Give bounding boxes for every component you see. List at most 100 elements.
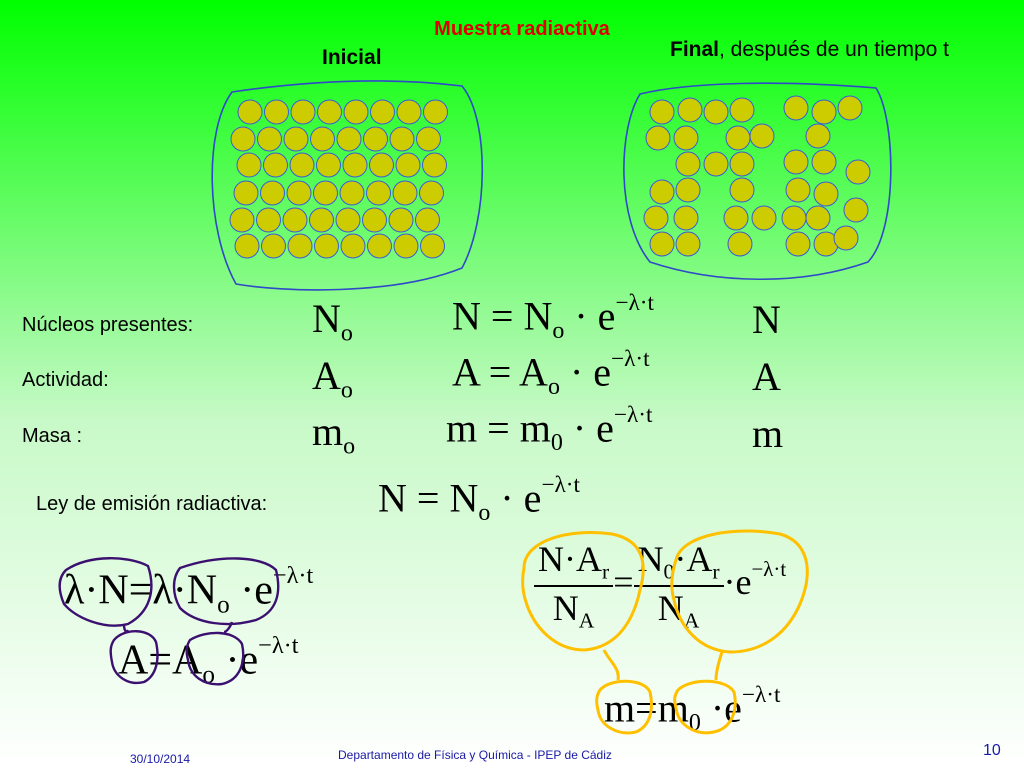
yellow-connector-right [714,651,724,681]
a-final: A [752,354,781,399]
nucleus [263,152,288,178]
ley-label: Ley de emisión radiactiva: [36,493,268,515]
final-label-rest: , después de un tiempo t [719,38,950,61]
eq-lambda-n: λ·N=λ·No ·e−λ·t [64,562,314,619]
nucleus [643,205,669,231]
final-sample-label: Final, después de un tiempo t [670,38,949,62]
nucleus [286,180,312,206]
n-initial: No [312,296,353,347]
initial-sample-label: Inicial [322,46,382,69]
slide-title: Muestra radiactiva [434,18,610,40]
nucleus [230,126,256,152]
nucleus [673,125,699,151]
nucleus [256,207,281,233]
nucleus [260,180,285,206]
eq-fraction: N·Ar NA = N0·Ar NA ·e−λ·t [534,538,786,633]
nucleus [366,180,391,206]
nucleus [317,99,342,125]
nucleus [310,126,335,152]
nucleus [673,205,699,231]
nucleus [370,99,395,125]
nucleus [811,149,837,175]
nucleus [419,180,444,206]
nucleus [675,151,701,177]
fraction-right: N0·Ar NA [633,538,724,633]
purple-loop-lambda-no [172,557,280,626]
nucleus [811,99,837,125]
nucleus [783,95,809,121]
nucleus [649,231,675,257]
nucleus [257,126,282,152]
nucleus [237,99,263,125]
nucleus [813,181,839,207]
nucleus [287,233,313,259]
fraction-left: N·Ar NA [534,538,614,633]
nucleus [367,233,392,259]
nucleus [314,233,339,259]
yellow-loop-left [521,531,645,652]
nucleus [749,123,775,149]
yellow-connector-left [602,649,620,681]
m-final: m [752,411,784,456]
nucleus [233,180,259,206]
eq-emission-law: N = No · e−λ·t [378,472,580,527]
nucleus [785,231,811,257]
nucleus [727,231,753,257]
nucleus [649,179,675,205]
actividad-label: Actividad: [22,369,109,391]
yellow-loop-m0 [673,679,737,735]
purple-loop-lambda-n [58,557,153,627]
nucleus [805,205,831,231]
nucleus [843,197,869,223]
nucleus [363,126,388,152]
nucleus [729,97,755,123]
nucleus [309,207,334,233]
initial-sample-outline [211,80,484,291]
footer-department: Departamento de Física y Química - IPEP … [338,748,612,762]
nucleus [783,149,809,175]
nucleus [316,152,341,178]
nucleus [261,233,286,259]
nucleus [415,207,440,233]
eq-nuclei: N = No · e−λ·t [452,290,654,345]
purple-loop-a [109,630,159,685]
nucleus [343,99,369,125]
nucleus [423,99,448,125]
nucleus [282,207,308,233]
nucleus [416,126,441,152]
purple-connector-right [223,621,234,634]
nucleus [677,97,703,123]
eq-activity: A = Ao · e−λ·t [452,346,650,401]
nucleus [395,152,421,178]
nucleus [336,126,362,152]
nucleos-label: Núcleos presentes: [22,314,194,336]
yellow-loop-right [670,529,809,654]
nucleus [645,125,671,151]
nucleus [340,233,366,259]
nucleus [649,99,675,125]
final-sample-outline [623,82,892,281]
nucleus [422,152,447,178]
page-number: 10 [983,742,1001,759]
nucleus [837,95,863,121]
nucleus [362,207,387,233]
nucleus [283,126,309,152]
nucleus [729,151,755,177]
initial-nuclei [229,99,448,259]
nucleus [723,205,749,231]
nucleus [229,207,255,233]
nucleus [369,152,394,178]
nucleus [234,233,260,259]
nucleus [289,152,315,178]
nucleus [805,123,831,149]
nucleus [703,99,729,125]
nucleus [313,180,338,206]
nucleus [388,207,414,233]
nucleus [833,225,859,251]
nucleus [389,126,415,152]
a-initial: Ao [312,353,353,404]
nucleus [342,152,368,178]
masa-label: Masa : [22,425,83,447]
